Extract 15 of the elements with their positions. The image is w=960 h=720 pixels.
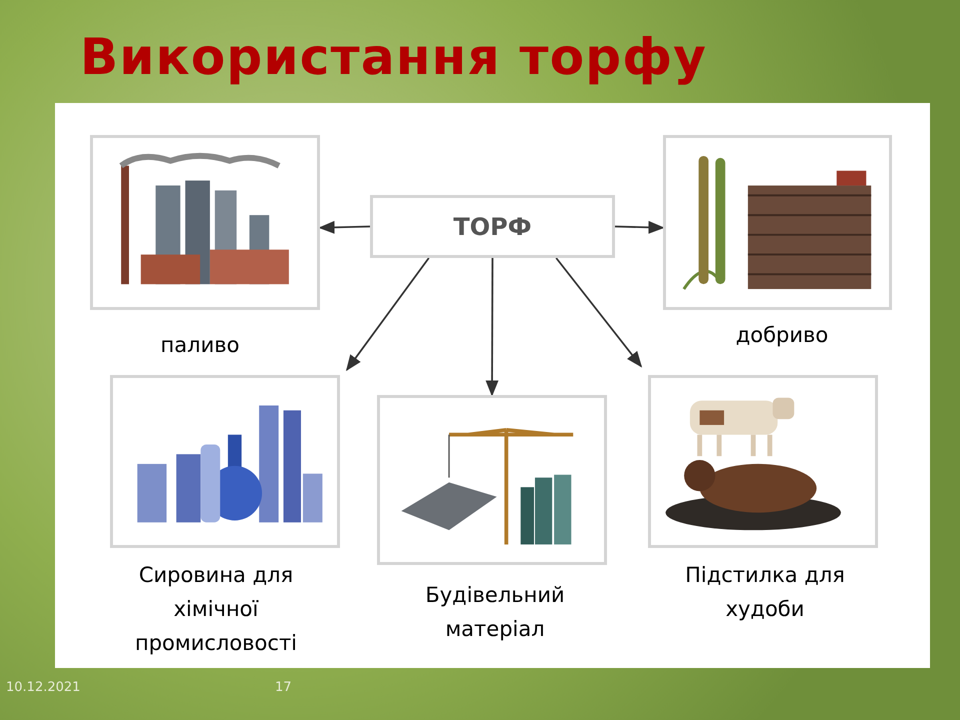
- arrow: [614, 220, 665, 234]
- picture-frame: [377, 395, 607, 565]
- arrow: [346, 257, 430, 372]
- footer-text: 17: [275, 679, 292, 697]
- footer-text: 10.12.2021: [6, 679, 80, 697]
- node-label: ТОРФ: [453, 212, 532, 242]
- title: Використання торфу: [80, 27, 708, 88]
- arrow: [556, 257, 642, 368]
- picture-frame: [663, 135, 892, 310]
- picture-frame: [648, 375, 878, 548]
- arrow: [318, 220, 370, 234]
- picture-frame: [90, 135, 320, 310]
- process-box: [370, 195, 615, 258]
- picture-frame: [110, 375, 340, 548]
- arrow: [486, 258, 499, 397]
